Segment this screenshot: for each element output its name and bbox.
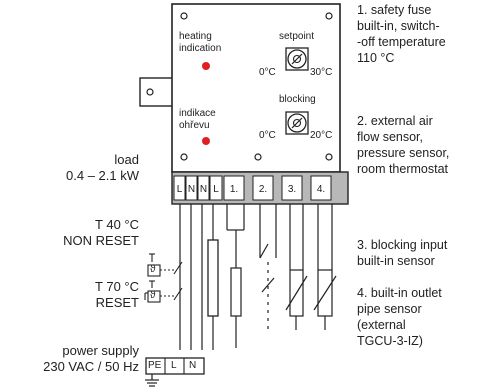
fuse-element xyxy=(227,229,244,348)
terminal-cell xyxy=(197,175,210,201)
t40-label: T 40 °C NON RESET xyxy=(63,217,139,248)
terminal-label: N xyxy=(188,184,195,195)
terminal-label: 4. xyxy=(317,184,325,195)
screw xyxy=(180,12,188,20)
indikace-led xyxy=(202,137,210,145)
blocking-max: 20°C xyxy=(310,130,333,141)
heating-led xyxy=(202,62,210,70)
blocking-sensor xyxy=(285,269,308,330)
device-housing xyxy=(171,3,341,173)
t70-label: T 70 °C RESET xyxy=(95,279,139,310)
blocking-knob[interactable] xyxy=(285,111,309,135)
setpoint-label: setpoint xyxy=(279,31,315,42)
screw xyxy=(180,153,188,161)
load-resistor xyxy=(207,239,219,317)
terminal-cell xyxy=(252,175,274,201)
terminal-label: 3. xyxy=(288,184,296,195)
bracket-hole xyxy=(146,88,154,96)
blocking-label: blocking xyxy=(279,94,316,105)
note-3: 3. blocking input built-in sensor xyxy=(357,238,448,268)
terminal-cell xyxy=(310,175,332,201)
note-2: 2. external air flow sensor, pressure se… xyxy=(357,114,450,176)
terminal-label: 2. xyxy=(259,184,267,195)
terminal-cell xyxy=(209,175,223,201)
setpoint-knob[interactable] xyxy=(285,47,309,71)
screw xyxy=(254,153,262,161)
terminal-cell xyxy=(185,175,198,201)
terminal-label: L xyxy=(177,184,183,195)
terminal-cell xyxy=(173,175,186,201)
ground-icon xyxy=(145,374,159,387)
screw xyxy=(325,12,333,20)
terminal-label: 1. xyxy=(230,184,238,195)
load-label: load 0.4 – 2.1 kW xyxy=(66,152,139,183)
heating-indication-label: heating indication xyxy=(179,31,222,54)
outlet-sensor xyxy=(313,269,337,330)
theta-t70: ϑ xyxy=(150,290,156,301)
external-switch xyxy=(259,232,277,330)
thermostat-t70 xyxy=(144,280,183,303)
ground-l: L xyxy=(171,360,177,371)
terminal-label: L xyxy=(213,184,219,195)
blocking-min: 0°C xyxy=(259,130,276,141)
theta-t40: ϑ xyxy=(150,264,156,275)
note-4: 4. built-in outlet pipe sensor (external… xyxy=(357,286,442,348)
note-1: 1. safety fuse built-in, switch- -off te… xyxy=(357,3,446,65)
ground-terminal-block xyxy=(145,357,205,375)
terminal-cell xyxy=(223,175,245,201)
thermostat-t40 xyxy=(147,253,183,277)
power-supply-label: power supply 230 VAC / 50 Hz xyxy=(43,343,139,374)
indikace-label: indikace ohřevu xyxy=(179,108,216,131)
ground-n: N xyxy=(189,360,197,371)
ground-pe: PE xyxy=(148,360,162,371)
terminal-cell xyxy=(281,175,303,201)
setpoint-max: 30°C xyxy=(310,67,333,78)
screw xyxy=(325,153,333,161)
setpoint-min: 0°C xyxy=(259,67,276,78)
terminal-label: N xyxy=(200,184,207,195)
